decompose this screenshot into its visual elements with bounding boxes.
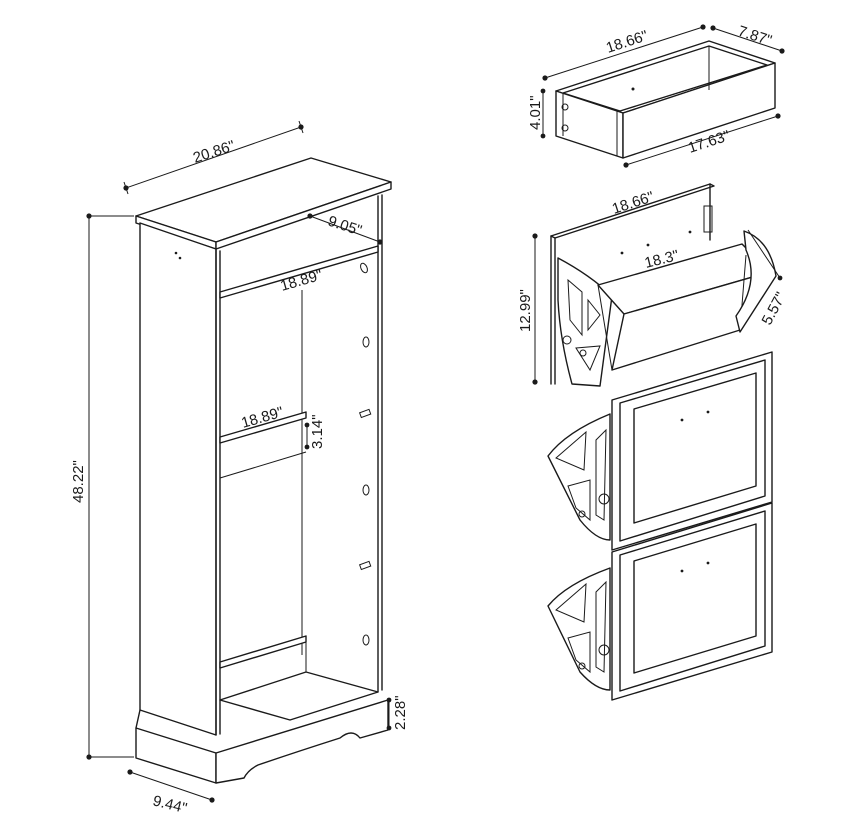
cabinet-base-height-label: 2.28" xyxy=(392,695,409,730)
cabinet-dimension-lines xyxy=(86,120,392,803)
bin-height-label: 12.99" xyxy=(517,289,534,332)
tilt-bin xyxy=(532,183,783,387)
cabinet-depth-label: 9.44" xyxy=(151,792,189,817)
drawer-depth-label: 7.87" xyxy=(736,23,774,50)
bin-width-label: 18.66" xyxy=(610,188,656,217)
door-panel-upper xyxy=(547,351,773,551)
cabinet-top-depth-label: 9.05" xyxy=(326,213,364,240)
cabinet-shelf-height-label: 3.14" xyxy=(309,414,326,449)
cabinet-height-label: 48.22" xyxy=(70,460,87,503)
door-panel-lower xyxy=(547,502,773,701)
cabinet-shelf-top-label: 18.89" xyxy=(278,267,324,295)
cabinet-frame xyxy=(135,157,392,784)
drawer-width-label: 18.66" xyxy=(604,27,650,56)
cabinet-width-label: 20.86" xyxy=(191,137,237,166)
drawer-box xyxy=(540,24,785,168)
drawer-height-label: 4.01" xyxy=(527,95,544,130)
